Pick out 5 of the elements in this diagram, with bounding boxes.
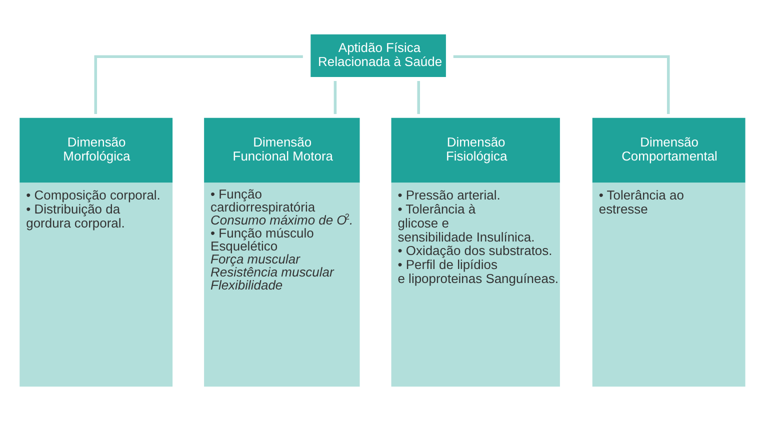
connector xyxy=(94,55,303,114)
connector xyxy=(334,81,337,114)
node-box: Aptidão Física Relacionada à Saúde xyxy=(310,34,446,78)
connector xyxy=(417,81,420,114)
connector xyxy=(453,55,670,114)
